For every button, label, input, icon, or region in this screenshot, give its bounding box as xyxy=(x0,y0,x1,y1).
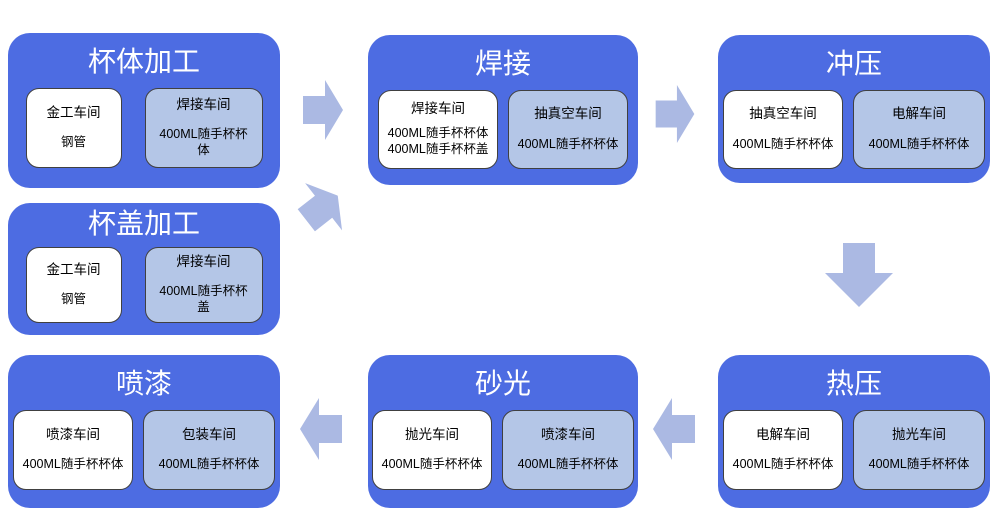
process-box-title: 杯盖加工 xyxy=(87,208,200,239)
workshop-row: 金工车间 钢管 焊接车间 400ML随手杯杯体 xyxy=(25,87,263,168)
workshop-item: 400ML随手杯杯体 xyxy=(158,457,260,472)
workshop-card-input: 喷漆车间 400ML随手杯杯体 xyxy=(13,409,133,490)
process-box-title: 喷漆 xyxy=(115,368,172,399)
workshop-item: 400ML随手杯杯体 xyxy=(159,126,248,158)
workshop-name: 电解车间 xyxy=(756,426,810,442)
process-box-title: 杯体加工 xyxy=(87,46,200,77)
workshop-name: 抽真空车间 xyxy=(749,106,817,122)
workshop-item: 400ML随手杯杯体 xyxy=(732,457,834,472)
workshop-item: 400ML随手杯杯体 xyxy=(732,136,834,151)
process-box-cup-body-processing: 杯体加工 金工车间 钢管 焊接车间 400ML随手杯杯体 xyxy=(8,33,280,188)
workshop-name: 金工车间 xyxy=(46,104,101,120)
workshop-row: 抛光车间 400ML随手杯杯体 喷漆车间 400ML随手杯杯体 xyxy=(372,409,634,490)
arrow-down-icon xyxy=(825,243,893,307)
workshop-card-input: 抛光车间 400ML随手杯杯体 xyxy=(372,409,492,490)
workshop-row: 焊接车间 400ML随手杯杯体 400ML随手杯杯盖 抽真空车间 400ML随手… xyxy=(378,89,628,169)
workshop-name: 喷漆车间 xyxy=(46,426,100,442)
arrow-left-icon xyxy=(653,398,695,460)
workshop-card-output: 焊接车间 400ML随手杯杯盖 xyxy=(144,246,263,323)
workshop-card-output: 喷漆车间 400ML随手杯杯体 xyxy=(502,409,634,490)
workshop-card-input: 电解车间 400ML随手杯杯体 xyxy=(723,409,843,490)
workshop-row: 电解车间 400ML随手杯杯体 抛光车间 400ML随手杯杯体 xyxy=(723,409,985,490)
workshop-name: 焊接车间 xyxy=(411,100,465,116)
process-box-title: 冲压 xyxy=(825,48,882,79)
process-box-painting: 喷漆 喷漆车间 400ML随手杯杯体 包装车间 400ML随手杯杯体 xyxy=(8,355,280,508)
workshop-row: 喷漆车间 400ML随手杯杯体 包装车间 400ML随手杯杯体 xyxy=(13,409,275,490)
workshop-name: 抽真空车间 xyxy=(534,106,602,122)
workshop-name: 抛光车间 xyxy=(405,426,459,442)
workshop-item: 钢管 xyxy=(60,292,86,307)
workshop-name: 电解车间 xyxy=(892,106,946,122)
workshop-name: 喷漆车间 xyxy=(541,426,595,442)
process-box-stamping: 冲压 抽真空车间 400ML随手杯杯体 电解车间 400ML随手杯杯体 xyxy=(718,35,990,183)
workshop-card-output: 焊接车间 400ML随手杯杯体 xyxy=(144,87,263,168)
workshop-item: 400ML随手杯杯体 xyxy=(517,457,619,472)
workshop-item: 400ML随手杯杯体 xyxy=(868,457,970,472)
workshop-name: 金工车间 xyxy=(46,261,101,277)
workshop-row: 金工车间 钢管 焊接车间 400ML随手杯杯盖 xyxy=(25,246,263,323)
workshop-card-output: 电解车间 400ML随手杯杯体 xyxy=(853,89,985,169)
workshop-item: 钢管 xyxy=(60,135,86,150)
workshop-item: 400ML随手杯杯体 xyxy=(381,457,483,472)
workshop-item: 400ML随手杯杯体 xyxy=(22,457,124,472)
workshop-name: 焊接车间 xyxy=(176,253,231,269)
workshop-card-input: 焊接车间 400ML随手杯杯体 400ML随手杯杯盖 xyxy=(378,89,498,169)
process-box-welding: 焊接 焊接车间 400ML随手杯杯体 400ML随手杯杯盖 抽真空车间 400M… xyxy=(368,35,638,185)
workshop-card-input: 抽真空车间 400ML随手杯杯体 xyxy=(723,89,843,169)
workshop-name: 包装车间 xyxy=(182,426,236,442)
arrow-right-icon xyxy=(655,85,695,143)
workshop-item: 400ML随手杯杯体 xyxy=(387,125,489,140)
process-box-title: 砂光 xyxy=(474,368,531,399)
workshop-card-output: 包装车间 400ML随手杯杯体 xyxy=(143,409,275,490)
workshop-item: 400ML随手杯杯盖 xyxy=(387,142,489,157)
process-box-hot-pressing: 热压 电解车间 400ML随手杯杯体 抛光车间 400ML随手杯杯体 xyxy=(718,355,990,508)
arrow-right-icon xyxy=(303,80,343,140)
workshop-card-output: 抛光车间 400ML随手杯杯体 xyxy=(853,409,985,490)
workshop-item: 400ML随手杯杯体 xyxy=(868,136,970,151)
workshop-row: 抽真空车间 400ML随手杯杯体 电解车间 400ML随手杯杯体 xyxy=(723,89,985,169)
process-box-title: 焊接 xyxy=(474,48,531,79)
process-box-title: 热压 xyxy=(825,368,882,399)
arrow-left-icon xyxy=(300,398,342,460)
workshop-item: 400ML随手杯杯体 xyxy=(517,136,619,151)
process-box-sanding: 砂光 抛光车间 400ML随手杯杯体 喷漆车间 400ML随手杯杯体 xyxy=(368,355,638,508)
workshop-card-input: 金工车间 钢管 xyxy=(25,87,122,168)
workshop-card-output: 抽真空车间 400ML随手杯杯体 xyxy=(508,89,628,169)
workshop-card-input: 金工车间 钢管 xyxy=(25,246,122,323)
arrow-up-right-icon xyxy=(297,183,343,232)
process-box-cup-lid-processing: 杯盖加工 金工车间 钢管 焊接车间 400ML随手杯杯盖 xyxy=(8,203,280,335)
workshop-name: 抛光车间 xyxy=(892,426,946,442)
workshop-item: 400ML随手杯杯盖 xyxy=(159,283,248,315)
workshop-name: 焊接车间 xyxy=(176,96,231,112)
